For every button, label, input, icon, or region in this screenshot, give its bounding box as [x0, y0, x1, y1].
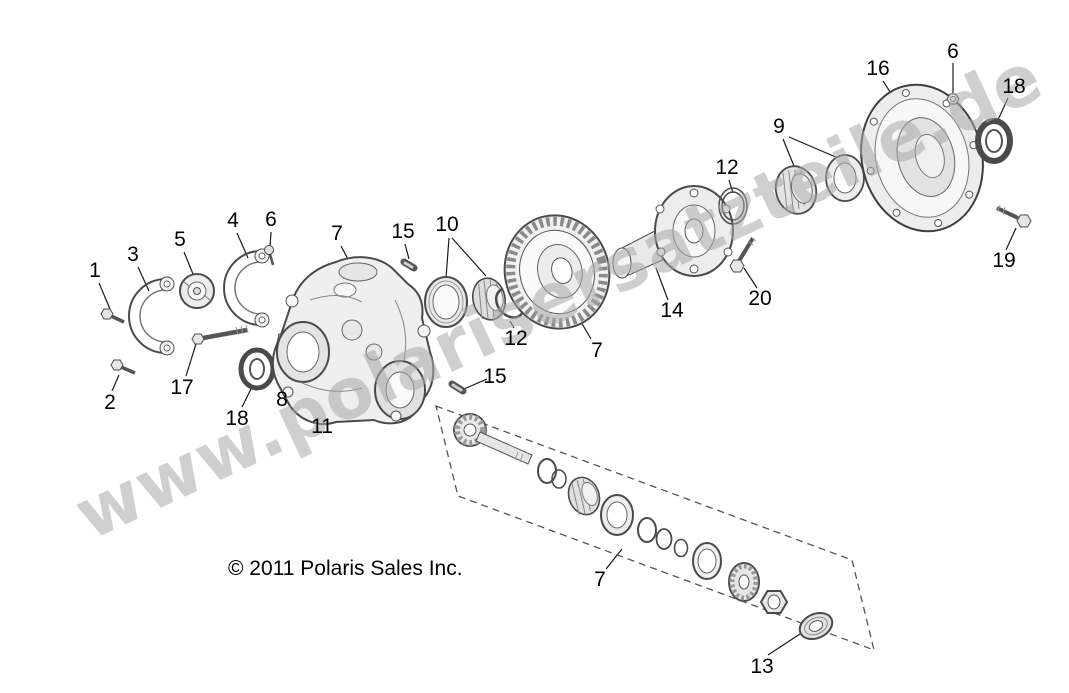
- bearing-9: [774, 154, 865, 215]
- callout-18-right: 18: [1002, 75, 1026, 98]
- callout-3: 3: [127, 243, 139, 266]
- gearcase-housing: [272, 256, 435, 425]
- callout-18-left: 18: [225, 407, 249, 430]
- callout-7-housing: 7: [331, 222, 343, 245]
- rear-cover: [860, 83, 984, 233]
- callout-12-right: 12: [715, 156, 739, 179]
- seal-18-left: [238, 347, 276, 391]
- screw-6-left: [264, 245, 275, 266]
- gasket-4: [223, 248, 270, 328]
- ring-gear: [503, 214, 611, 330]
- stud-15-lower: [448, 380, 467, 395]
- seal-18-right: [975, 118, 1013, 164]
- callout-5: 5: [174, 228, 186, 251]
- bolt-1: [100, 308, 125, 324]
- bolt-2: [110, 359, 136, 375]
- callout-7-pinion-kit: 7: [594, 568, 606, 591]
- pinion-shaft-assembly: [453, 413, 834, 641]
- stud-17: [191, 324, 249, 345]
- bearing-cup-10: [424, 276, 468, 328]
- callout-15-upper: 15: [391, 220, 415, 243]
- callout-17: 17: [170, 376, 194, 399]
- copyright-text: © 2011 Polaris Sales Inc.: [228, 557, 463, 580]
- callout-16: 16: [866, 57, 890, 80]
- stud-15-upper: [400, 258, 418, 272]
- cap-5: [179, 273, 215, 309]
- callout-2: 2: [104, 391, 116, 414]
- gasket-3: [128, 276, 175, 356]
- callout-13: 13: [750, 655, 774, 678]
- callout-15-lower: 15: [483, 365, 507, 388]
- callout-6-left: 6: [265, 208, 277, 231]
- callout-6-right: 6: [947, 40, 959, 63]
- callout-7-ring-gear: 7: [591, 339, 603, 362]
- callout-10: 10: [435, 213, 459, 236]
- seal-washer-13: [798, 611, 834, 641]
- callout-11: 11: [311, 415, 333, 438]
- output-flange: [612, 185, 734, 279]
- callout-1: 1: [89, 259, 101, 282]
- leader-lines: [98, 63, 1017, 656]
- callout-12-left: 12: [504, 327, 528, 350]
- bearing-cone-10: [471, 277, 507, 321]
- callout-20: 20: [748, 287, 772, 310]
- pinion-kit-outline: [435, 404, 875, 652]
- nut-6-right: [946, 93, 960, 105]
- callout-19: 19: [992, 249, 1016, 272]
- callout-8: 8: [276, 388, 288, 411]
- bolt-20: [729, 236, 757, 273]
- callout-4: 4: [227, 209, 239, 232]
- callout-14: 14: [660, 299, 684, 322]
- bolt-19: [996, 204, 1032, 228]
- callout-9: 9: [773, 115, 785, 138]
- o-ring-12-right: [718, 187, 748, 225]
